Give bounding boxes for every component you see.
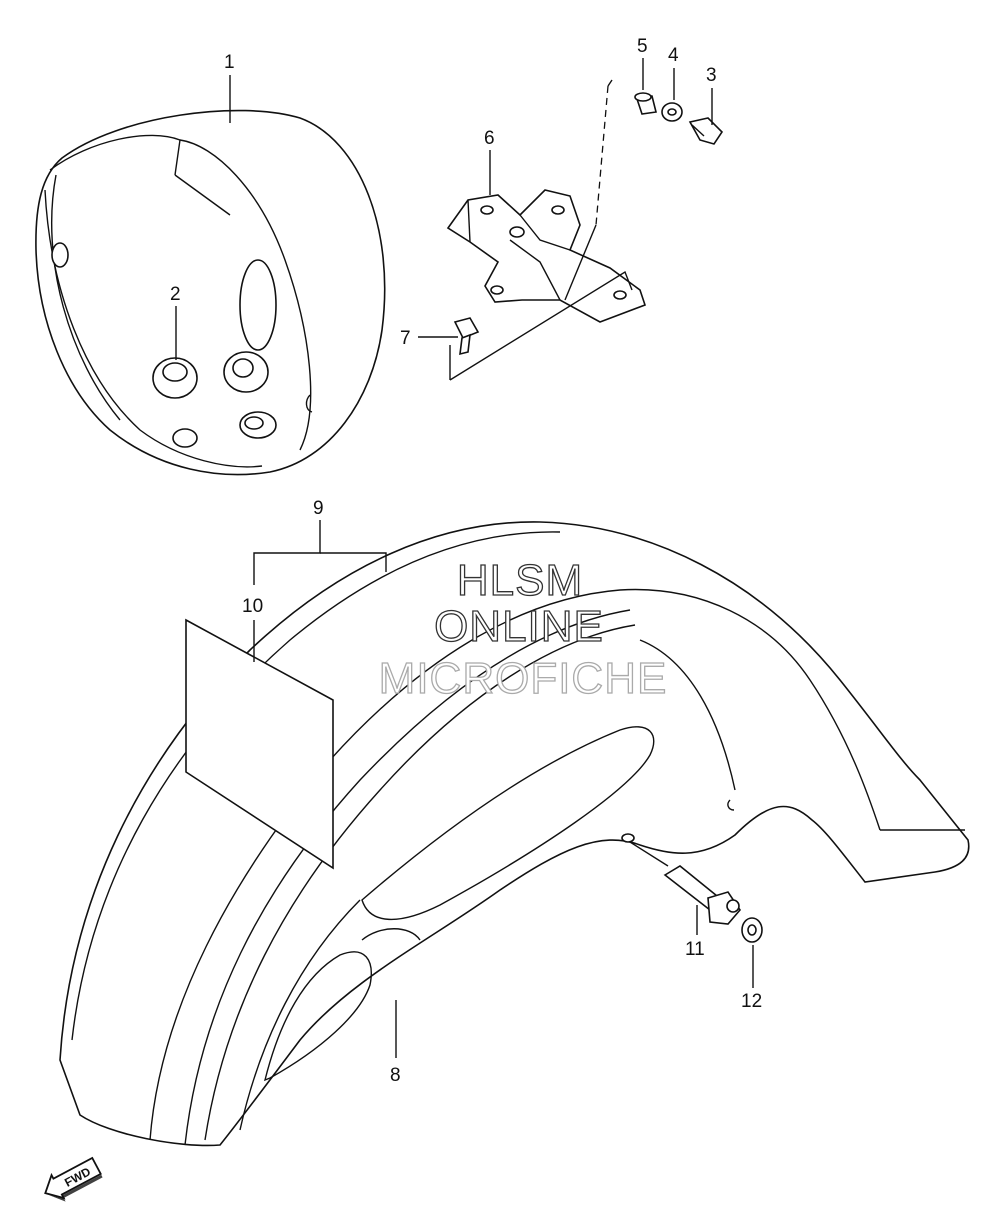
collar-icon [634,92,657,115]
watermark: HLSM ONLINE MICROFICHE [378,555,668,703]
bolt-icon [663,865,742,925]
washer-icon [741,917,763,943]
callout-10: 10 [242,596,263,617]
forward-arrow-icon: FWD [44,1156,103,1202]
leader-lines [175,58,754,1058]
callout-4: 4 [668,45,679,66]
callout-5: 5 [637,36,648,57]
watermark-line3: MICROFICHE [379,654,668,703]
callout-7: 7 [400,328,411,349]
bolt-icon [688,117,724,145]
grommet-icon [152,357,198,399]
callout-3: 3 [706,65,717,86]
grommet-icon [223,351,269,393]
headlight-bracket [446,189,647,323]
callout-labels: 1 2 3 4 5 6 7 8 9 10 11 12 [170,36,762,1086]
watermark-line2: ONLINE [434,602,604,651]
bolt-icon [453,317,480,356]
grommet-icon [239,411,277,439]
washer-icon [661,102,683,122]
callout-9: 9 [313,498,324,519]
callout-1: 1 [224,52,235,73]
callout-8: 8 [390,1065,401,1086]
watermark-line1: HLSM [457,556,583,605]
headlight-housing [35,109,386,476]
callout-2: 2 [170,284,181,305]
callout-11: 11 [685,939,705,960]
callout-6: 6 [484,128,495,149]
callout-12: 12 [741,991,762,1012]
warning-label [185,618,334,870]
